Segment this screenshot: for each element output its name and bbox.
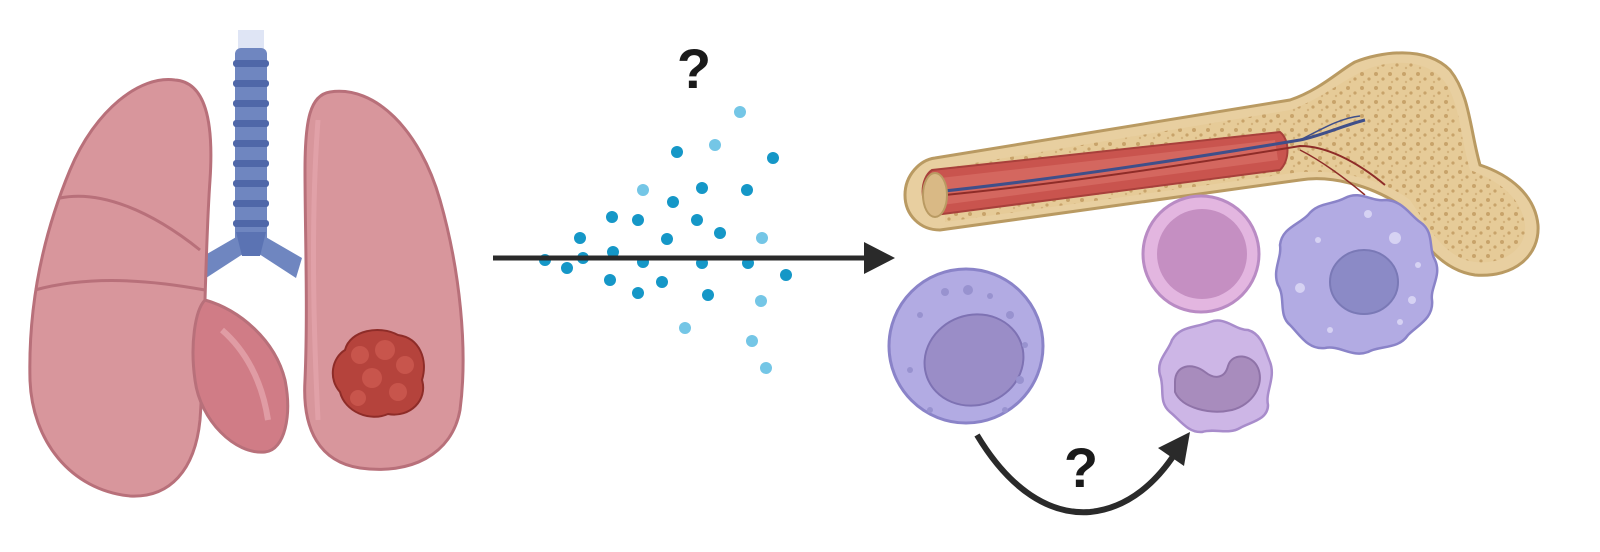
macrophage-cell-icon: [1274, 193, 1439, 355]
migration-arrow: [493, 242, 895, 274]
differentiation-arrow: [974, 432, 1190, 516]
secreted-factors-icon: [539, 106, 792, 374]
differentiation-question-mark: ?: [1064, 436, 1098, 499]
erythroblast-cell-icon: [1141, 194, 1261, 314]
lungs-with-tumor-icon: [28, 30, 465, 498]
trachea-icon: [200, 30, 302, 278]
neutrophil-cell-icon: [1157, 319, 1274, 434]
femur-bone-marrow-icon: [903, 51, 1540, 277]
tumor-icon: [331, 329, 425, 418]
monocyte-cell-icon: [887, 267, 1045, 425]
left-lung-icon: [28, 78, 290, 498]
signal-question-mark: ?: [677, 37, 711, 100]
